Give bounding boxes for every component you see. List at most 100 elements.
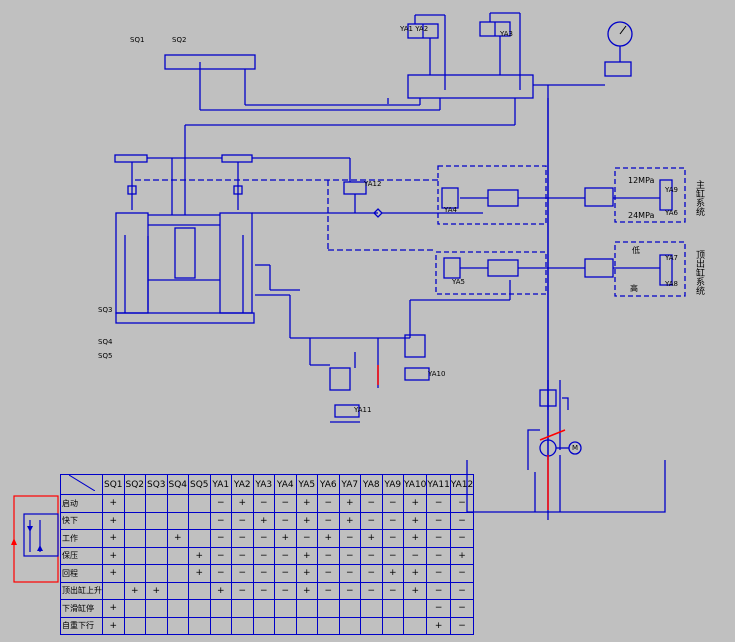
table-cell: − bbox=[426, 494, 451, 513]
table-cell: + bbox=[317, 529, 340, 548]
table-column-header: YA10 bbox=[402, 474, 428, 495]
table-column-header: SQ2 bbox=[123, 474, 146, 495]
table-cell bbox=[402, 616, 428, 635]
table-cell: + bbox=[102, 546, 125, 565]
label-side-bottom: 顶出缸系统 bbox=[694, 250, 704, 295]
table-cell: − bbox=[252, 494, 275, 513]
label-side-top: 主缸系统 bbox=[694, 180, 704, 216]
table-cell: − bbox=[209, 529, 232, 548]
label-motor: M bbox=[572, 444, 579, 452]
table-row: 自重下行++− bbox=[60, 616, 475, 635]
table-cell bbox=[123, 546, 146, 565]
table-cell bbox=[231, 599, 254, 618]
table-cell bbox=[381, 616, 404, 635]
table-row: 快下+−−+−+−+−−+−− bbox=[60, 511, 475, 530]
table-cell: + bbox=[360, 529, 383, 548]
table-cell: + bbox=[102, 616, 125, 635]
table-cell: − bbox=[449, 564, 475, 583]
label-ya3: YA3 bbox=[500, 30, 513, 38]
table-column-header: SQ3 bbox=[145, 474, 168, 495]
table-cell bbox=[145, 494, 168, 513]
table-cell: − bbox=[317, 511, 340, 530]
table-cell: − bbox=[426, 546, 451, 565]
lower-valve-right bbox=[404, 334, 426, 358]
left-crossbar-2 bbox=[221, 154, 253, 163]
table-cell: + bbox=[102, 511, 125, 530]
table-cell: − bbox=[252, 529, 275, 548]
table-cell bbox=[274, 599, 297, 618]
table-cell: − bbox=[274, 546, 297, 565]
gauge-valve bbox=[604, 61, 632, 77]
table-cell: − bbox=[252, 546, 275, 565]
table-cell bbox=[123, 529, 146, 548]
label-ya7: YA7 bbox=[665, 254, 678, 262]
table-cell: − bbox=[426, 511, 451, 530]
table-column-header: YA9 bbox=[381, 474, 404, 495]
table-cell: + bbox=[274, 529, 297, 548]
table-cell bbox=[209, 599, 232, 618]
table-cell bbox=[145, 616, 168, 635]
table-cell bbox=[252, 616, 275, 635]
table-row-label: 下滑缸停 bbox=[60, 599, 103, 618]
table-cell bbox=[188, 616, 211, 635]
table-cell: − bbox=[381, 511, 404, 530]
label-low-a: 低 bbox=[632, 246, 640, 255]
table-cell bbox=[145, 564, 168, 583]
table-cell bbox=[123, 494, 146, 513]
right-valve-group-top bbox=[614, 167, 686, 223]
main-cylinder-right bbox=[219, 212, 253, 314]
table-cell: − bbox=[209, 494, 232, 513]
table-cell: − bbox=[381, 546, 404, 565]
table-cell: + bbox=[402, 581, 428, 600]
table-column-header: SQ4 bbox=[166, 474, 189, 495]
table-cell: + bbox=[102, 494, 125, 513]
legend-diagram bbox=[11, 495, 59, 583]
table-cell: − bbox=[449, 511, 475, 530]
table-cell bbox=[274, 616, 297, 635]
manifold-block bbox=[407, 74, 534, 99]
lower-valve-left bbox=[329, 367, 351, 391]
table-cell bbox=[166, 616, 189, 635]
table-column-header: YA2 bbox=[231, 474, 254, 495]
table-cell bbox=[188, 599, 211, 618]
table-cell: − bbox=[231, 529, 254, 548]
table-cell: − bbox=[209, 511, 232, 530]
table-column-header: YA6 bbox=[317, 474, 340, 495]
table-cell bbox=[123, 564, 146, 583]
table-column-header: YA1 bbox=[209, 474, 232, 495]
label-ya12: YA12 bbox=[364, 180, 382, 188]
label-ya5: YA5 bbox=[452, 278, 465, 286]
tank bbox=[466, 460, 666, 513]
label-sq3: SQ3 bbox=[98, 306, 113, 314]
table-cell bbox=[123, 616, 146, 635]
table-cell: + bbox=[252, 511, 275, 530]
table-cell bbox=[317, 599, 340, 618]
table-cell bbox=[166, 564, 189, 583]
table-cell bbox=[145, 529, 168, 548]
table-column-header: SQ1 bbox=[102, 474, 125, 495]
table-cell: − bbox=[402, 546, 428, 565]
table-cell: − bbox=[295, 529, 318, 548]
main-cylinder-left bbox=[115, 212, 149, 314]
table-column-header: YA7 bbox=[338, 474, 361, 495]
table-cell bbox=[188, 529, 211, 548]
label-ya10: YA10 bbox=[428, 370, 446, 378]
label-pressure-low: 24MPa bbox=[628, 211, 655, 220]
table-cell: + bbox=[188, 546, 211, 565]
table-cell: + bbox=[402, 494, 428, 513]
table-cell bbox=[317, 616, 340, 635]
table-cell: − bbox=[274, 494, 297, 513]
table-row-label: 快下 bbox=[60, 511, 103, 530]
table-cell bbox=[145, 599, 168, 618]
table-row: 保压++−−−−+−−−−−−+ bbox=[60, 546, 475, 565]
table-cell: − bbox=[449, 581, 475, 600]
table-cell: − bbox=[274, 511, 297, 530]
table-row-label: 自重下行 bbox=[60, 616, 103, 635]
table-cell: − bbox=[338, 529, 361, 548]
table-cell: − bbox=[381, 581, 404, 600]
table-cell: + bbox=[338, 494, 361, 513]
right-valve-group-bottom bbox=[614, 241, 686, 297]
